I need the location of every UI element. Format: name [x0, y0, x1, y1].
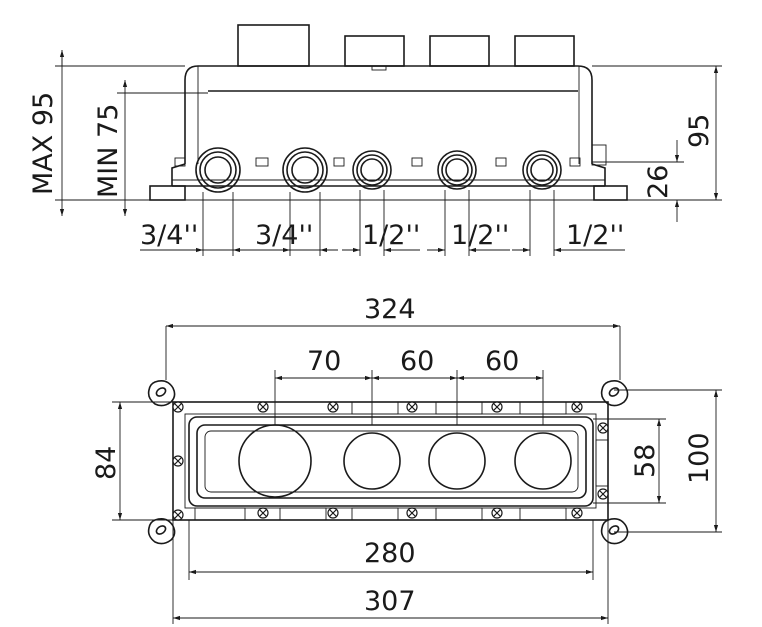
left-height-label: 84 — [91, 446, 122, 480]
foot-right — [593, 185, 628, 201]
port-1-2-a — [352, 150, 392, 190]
port-label: 3/4'' — [140, 220, 198, 251]
valve-hole — [428, 432, 486, 490]
min-height-label: MIN 75 — [93, 104, 124, 198]
port-1-2-b — [437, 150, 477, 190]
port-label: 1/2'' — [566, 220, 624, 251]
port-label: 3/4'' — [255, 220, 313, 251]
valve-hole — [343, 432, 401, 490]
spacing-label-3: 60 — [485, 346, 519, 377]
height-right-label: 95 — [684, 114, 715, 148]
valve-body — [188, 416, 594, 507]
valve-hole — [238, 424, 312, 498]
outlet-height-label: 26 — [643, 165, 674, 199]
mounting-ear — [600, 380, 629, 407]
handle-block — [237, 24, 310, 67]
foot-left — [149, 185, 186, 201]
body-width-label: 307 — [364, 586, 416, 617]
housing-outline — [184, 65, 593, 164]
inner-height-label: 58 — [630, 444, 661, 478]
handle-block — [344, 35, 405, 67]
handle-block — [429, 35, 490, 67]
mounting-ear — [147, 518, 176, 545]
handle-block — [514, 35, 575, 67]
spacing-label-2: 60 — [400, 346, 434, 377]
valve-hole — [514, 432, 572, 490]
port-label: 1/2'' — [362, 220, 420, 251]
spacing-label-1: 70 — [307, 346, 341, 377]
inner-width-label: 280 — [364, 538, 416, 569]
side-view: MAX 95 MIN 75 95 26 — [28, 24, 722, 256]
outer-height-label: 100 — [684, 432, 715, 484]
top-view: 324 70 60 60 — [91, 294, 722, 624]
max-height-label: MAX 95 — [28, 92, 59, 195]
port-1-2-c — [522, 150, 562, 190]
port-label: 1/2'' — [451, 220, 509, 251]
mounting-ear — [600, 518, 629, 545]
overall-width-label: 324 — [364, 294, 416, 325]
